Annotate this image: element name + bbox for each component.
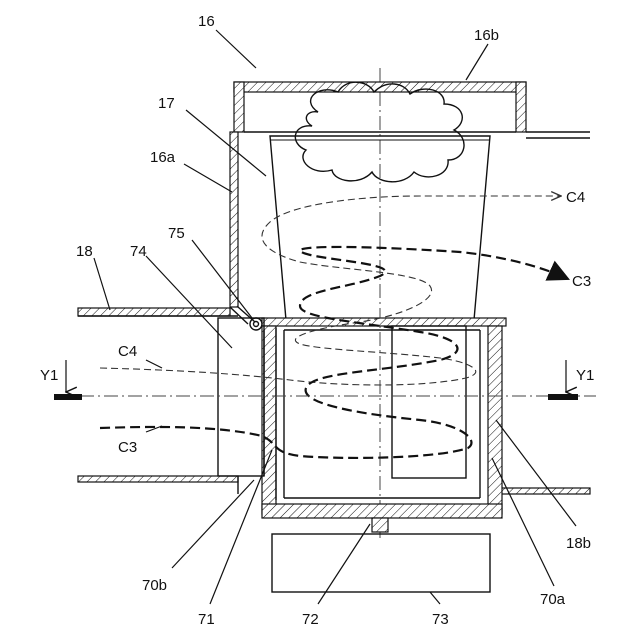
label-c4-left: C4 [118, 343, 137, 360]
label-17: 17 [158, 95, 175, 112]
top-cover-16b [234, 82, 590, 138]
base-block-73 [272, 534, 490, 592]
label-70b: 70b [142, 577, 167, 594]
drain-stub-72 [372, 518, 388, 532]
label-71: 71 [198, 611, 215, 628]
label-c4-right: C4 [566, 189, 585, 206]
y1-right-marker [548, 360, 578, 400]
duct-18 [78, 308, 238, 494]
label-70a: 70a [540, 591, 566, 608]
port-74 [218, 318, 264, 476]
duct-18b [496, 488, 590, 494]
label-16: 16 [198, 13, 215, 30]
label-75: 75 [168, 225, 185, 242]
label-18: 18 [76, 243, 93, 260]
inner-container-70a [262, 318, 506, 518]
label-c3-left: C3 [118, 439, 137, 456]
label-16a: 16a [150, 149, 176, 166]
label-c3-right: C3 [572, 273, 591, 290]
hinge-75 [250, 318, 262, 330]
label-73: 73 [432, 611, 449, 628]
label-16b: 16b [474, 27, 499, 44]
label-18b: 18b [566, 535, 591, 552]
label-y1-left: Y1 [40, 367, 58, 384]
label-74: 74 [130, 243, 147, 260]
label-72: 72 [302, 611, 319, 628]
label-y1-right: Y1 [576, 367, 594, 384]
